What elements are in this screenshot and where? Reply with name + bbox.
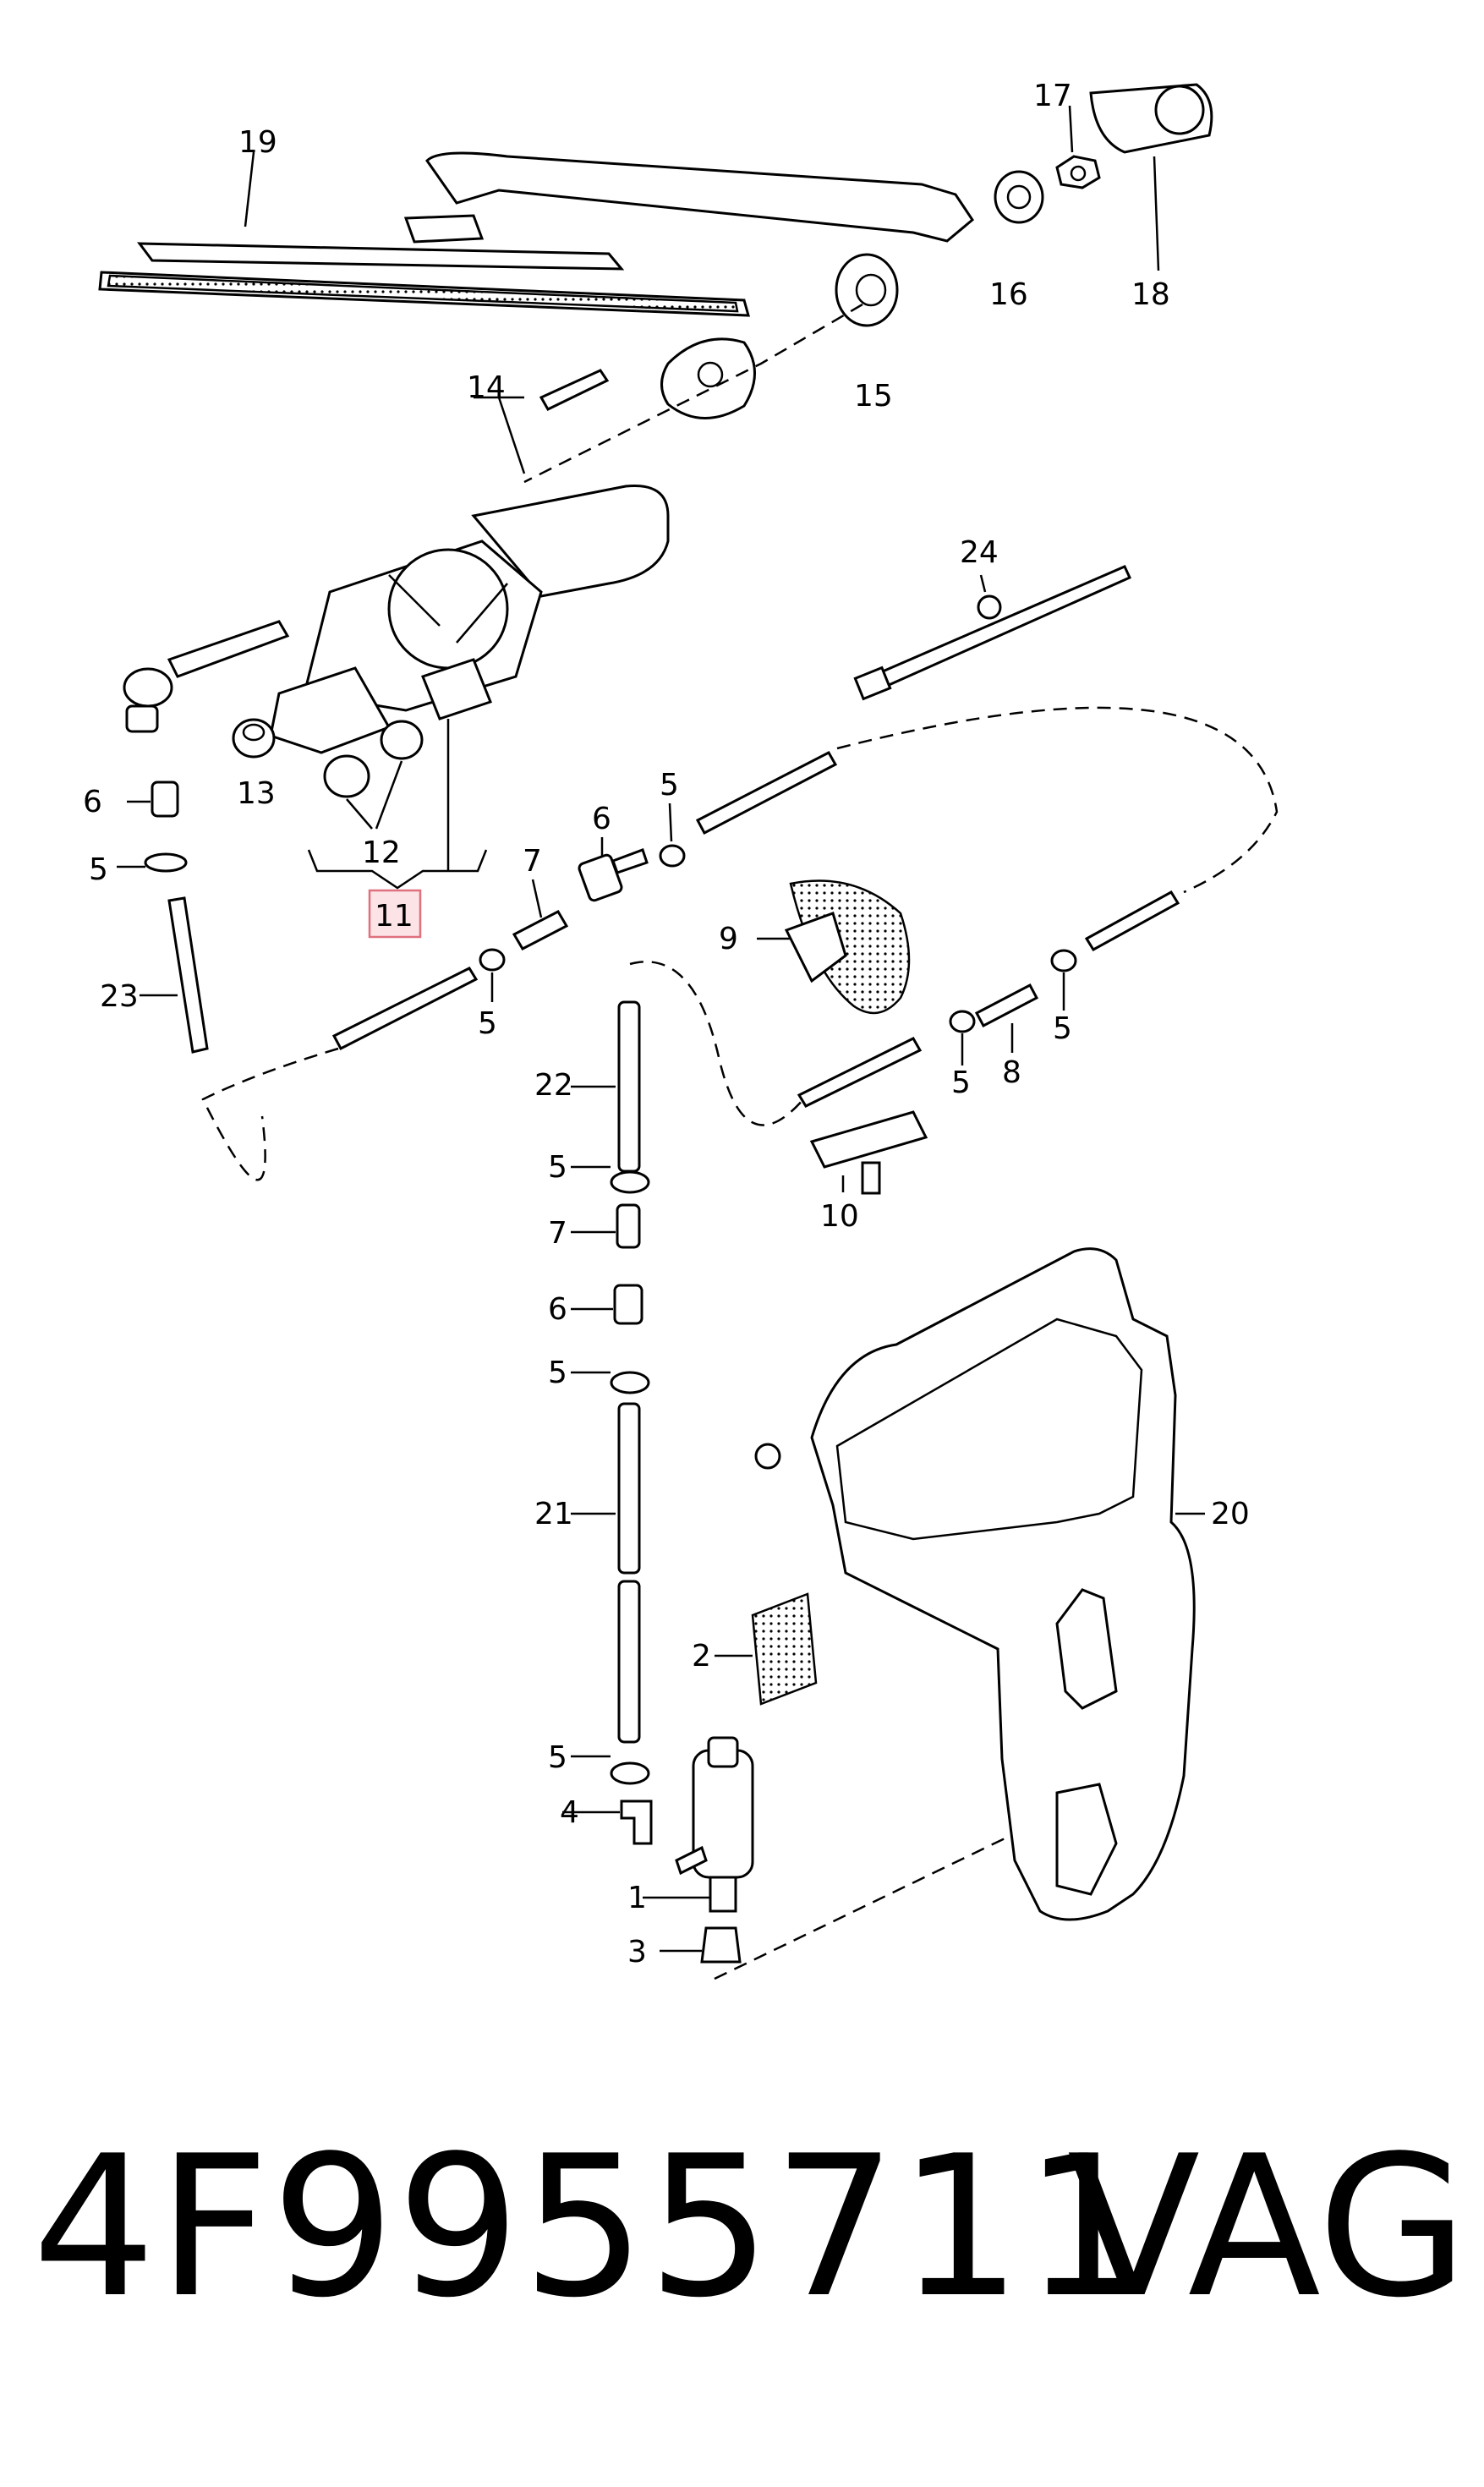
callout-7-mid: 7: [548, 1216, 567, 1251]
callout-22: 22: [534, 1068, 573, 1103]
pump-grommet: [700, 1926, 742, 1964]
callout-8: 8: [1002, 1055, 1021, 1090]
callout-5-right-a: 5: [951, 1065, 971, 1100]
brand-label: VAG: [1067, 2115, 1469, 2341]
connector-8: [974, 983, 1039, 1028]
callout-17: 17: [1033, 79, 1072, 113]
bracket-10: [809, 1110, 928, 1195]
callout-5-right-b: 5: [1053, 1011, 1072, 1046]
connector-6a: [578, 848, 649, 902]
callout-21: 21: [534, 1497, 573, 1531]
callout-2: 2: [692, 1639, 711, 1674]
callout-5-upper-b: 5: [660, 768, 679, 803]
callout-18: 18: [1131, 277, 1170, 312]
parts-diagram: 19 17 16 18 15 14 24 13 12 11 6 5 23 7 5…: [83, 79, 1279, 1980]
callout-5-low: 5: [548, 1740, 567, 1775]
leader-lines: [117, 800, 1065, 1953]
callout-14: 14: [467, 370, 506, 405]
callout-11: 11: [375, 899, 413, 934]
callout-19: 19: [238, 125, 277, 160]
callout-5-mid-b: 5: [548, 1356, 567, 1390]
callout-16: 16: [989, 277, 1028, 312]
callout-1: 1: [627, 1881, 647, 1915]
connector-7a: [512, 910, 569, 950]
callout-15: 15: [854, 379, 893, 414]
callout-6-left: 6: [83, 785, 102, 819]
wiper-blade: [98, 151, 750, 317]
callout-10: 10: [820, 1199, 859, 1234]
callout-5-left: 5: [89, 852, 108, 887]
wiper-motor: [123, 484, 670, 754]
callout-7-upper: 7: [523, 844, 542, 879]
callout-4: 4: [560, 1795, 579, 1830]
callout-5-upper-a: 5: [478, 1006, 497, 1041]
callout-5-mid-a: 5: [548, 1150, 567, 1185]
vertical-hose: [610, 1000, 650, 1785]
hose-elbow: [620, 1800, 653, 1845]
callout-12: 12: [362, 835, 401, 870]
hose-23: [144, 781, 209, 1054]
callout-labels: 19 17 16 18 15 14 24 13 12 11 6 5 23 7 5…: [83, 79, 1250, 1969]
arm-nut: [1055, 105, 1101, 189]
washer-pump: [675, 1736, 754, 1913]
callout-24: 24: [960, 535, 999, 570]
cable-tie: [853, 565, 1131, 701]
callout-3: 3: [627, 1935, 647, 1969]
part-number: 4F9955711: [32, 2115, 1149, 2341]
callout-23: 23: [100, 979, 139, 1014]
callout-6-mid: 6: [548, 1292, 567, 1327]
buffer-12: [323, 720, 424, 830]
cap-14: [539, 369, 610, 411]
callout-6-upper: 6: [592, 802, 611, 836]
washer-nozzle: [784, 879, 911, 1015]
wiper-arm: [425, 151, 1044, 243]
washer-reservoir: [754, 1247, 1205, 1921]
callout-13: 13: [237, 776, 276, 811]
clip-5a: [479, 844, 1077, 1033]
hose-upper: [331, 751, 1180, 1108]
buffer-13: [232, 718, 276, 759]
foam-pad: [751, 1592, 818, 1706]
arm-cap: [1089, 83, 1213, 271]
callout-20: 20: [1211, 1497, 1250, 1531]
highlight-box: [368, 889, 422, 939]
grommet: [660, 253, 899, 419]
callout-9: 9: [719, 922, 738, 956]
